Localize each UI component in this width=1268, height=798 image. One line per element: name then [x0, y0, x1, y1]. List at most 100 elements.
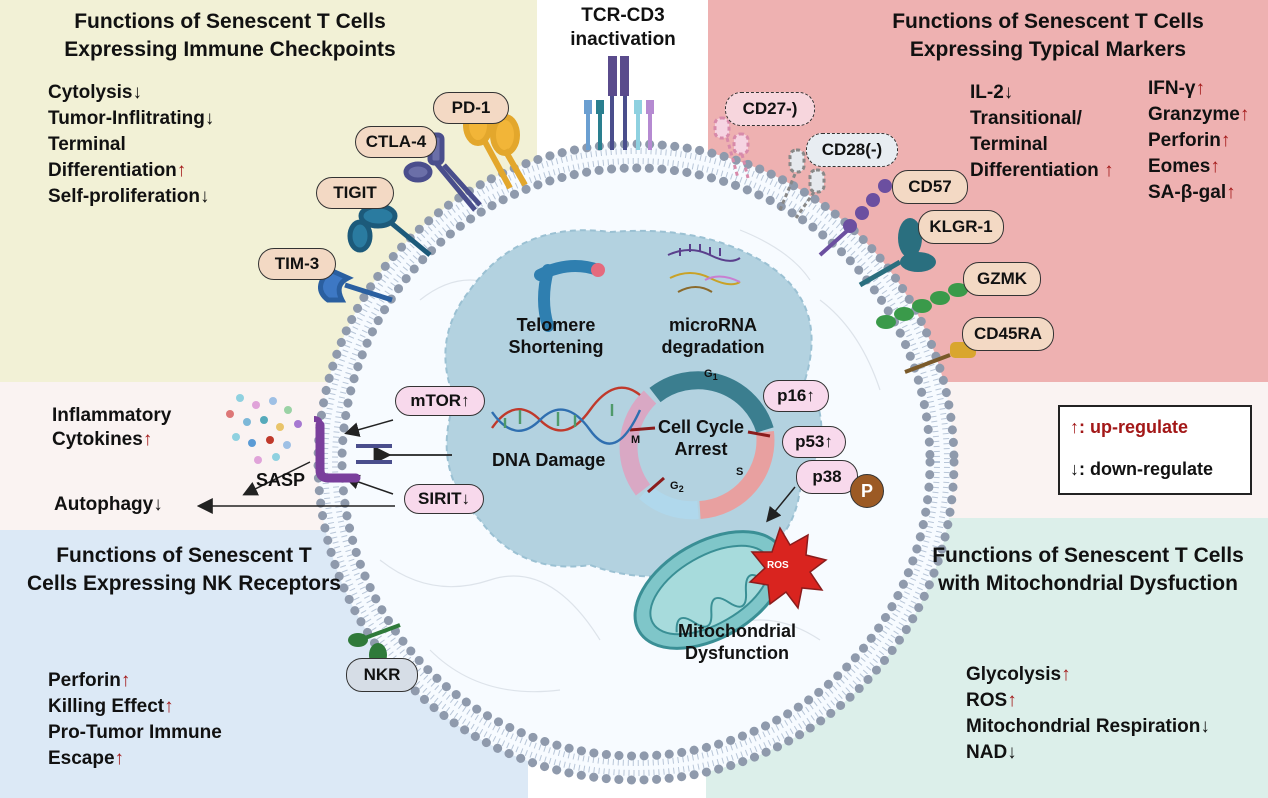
cd28-label: CD28(-) [806, 133, 898, 167]
m-arc [619, 390, 657, 496]
g1-phase-label: G1 [704, 368, 718, 383]
ctla4-receptor [403, 132, 482, 212]
nkr-receptor [348, 623, 401, 667]
membrane-tails-inner [332, 158, 940, 766]
typical-markers-title: Functions of Senescent T Cells Expressin… [838, 8, 1258, 64]
dna-icon [491, 386, 642, 445]
list-item: SA-β-gal↑ [1148, 182, 1236, 203]
g1-arc [649, 371, 774, 433]
legend-box: ↑: up-regulate ↓: down-regulate [1058, 405, 1252, 495]
membrane-tails-outer [322, 148, 950, 776]
label-line: Dysfunction [684, 643, 789, 663]
legend-up: ↑: up-regulate [1070, 417, 1189, 437]
title-line: Cells Expressing NK Receptors [27, 572, 341, 595]
nk-receptors-title: Functions of Senescent T Cells Expressin… [4, 542, 364, 598]
p38-label: p38 [796, 460, 858, 494]
nkr-label: NKR [346, 658, 418, 692]
microrna-icon [667, 244, 741, 293]
label-line: Arrest [674, 439, 728, 459]
cd45ra-label: CD45RA [962, 317, 1054, 351]
typical-markers-list-left: IL-2↓ Transitional/ Terminal Differentia… [970, 80, 1114, 184]
list-item: NAD↓ [966, 742, 1017, 763]
label-line: degradation [661, 337, 765, 357]
title-line: Expressing Typical Markers [909, 38, 1187, 61]
immune-checkpoint-list: Cytolysis↓ Tumor-Inflitrating↓ Terminal … [48, 80, 214, 210]
ros-label: ROS [767, 560, 789, 571]
pd1-label: PD-1 [433, 92, 509, 124]
list-item: Terminal [970, 134, 1048, 155]
chromosome-icon [534, 260, 605, 332]
label-line: Telomere [516, 315, 596, 335]
mitochondrial-title: Functions of Senescent T Cells with Mito… [910, 542, 1266, 598]
list-item: IFN-γ↑ [1148, 78, 1205, 99]
p16-label: p16↑ [763, 380, 829, 412]
cd57-label: CD57 [892, 170, 968, 204]
tcr-cd3-complex [584, 56, 654, 150]
ros-burst [748, 526, 828, 610]
m-phase-label: M [631, 434, 641, 446]
list-item: Eomes↑ [1148, 156, 1220, 177]
cd27-receptor [713, 116, 750, 179]
title-line: Functions of Senescent T Cells [74, 10, 386, 33]
s-arc [699, 430, 775, 519]
ctla4-label: CTLA-4 [355, 126, 437, 158]
list-item: IL-2↓ [970, 82, 1014, 103]
klrg1-receptor [858, 218, 936, 288]
cd27-label: CD27-) [725, 92, 815, 126]
label-line: microRNA [668, 315, 757, 335]
list-item: Self-proliferation↓ [48, 186, 210, 207]
inflammatory-cytokines-label: Inflammatory Cytokines↑ [52, 404, 171, 452]
legend-down: ↓: down-regulate [1070, 459, 1213, 479]
label-line: inactivation [570, 29, 676, 50]
list-item: Glycolysis↑ [966, 664, 1071, 685]
title-line: Functions of Senescent T [56, 544, 312, 567]
microrna-label: microRNA degradation [648, 314, 778, 358]
cd28-receptor [778, 148, 826, 219]
title-line: Functions of Senescent T Cells [932, 544, 1244, 567]
label-line: Mitochondrial [678, 621, 796, 641]
tigit-label: TIGIT [316, 177, 394, 209]
list-item: ROS↑ [966, 690, 1017, 711]
typical-markers-list-right: IFN-γ↑ Granzyme↑ Perforin↑ Eomes↑ SA-β-g… [1148, 76, 1249, 206]
label-line: Shortening [508, 337, 604, 357]
sasp-receptor [315, 420, 361, 483]
list-item: Differentiation↑ [48, 160, 187, 181]
gzmk-receptor [876, 283, 968, 329]
title-line: with Mitochondrial Dysfuction [938, 572, 1238, 595]
list-item: Differentiation ↑ [970, 160, 1114, 181]
phospho-badge: P [850, 474, 884, 508]
list-item: Perforin↑ [48, 670, 131, 691]
tcr-cd3-label: TCR-CD3 inactivation [548, 4, 698, 52]
immune-checkpoint-title: Functions of Senescent T Cells Expressin… [30, 8, 430, 64]
list-item: Granzyme↑ [1148, 104, 1250, 125]
s-phase-label: S [736, 466, 744, 478]
list-item: Transitional/ [970, 108, 1082, 129]
autophagy-label: Autophagy↓ [54, 494, 163, 515]
list-item: Killing Effect↑ [48, 696, 174, 717]
mtor-label: mTOR↑ [395, 386, 485, 416]
list-item: Mitochondrial Respiration↓ [966, 716, 1210, 737]
p53-label: p53↑ [782, 426, 846, 458]
label-line: Cytokines↑ [52, 429, 153, 450]
mitochondrial-list: Glycolysis↑ ROS↑ Mitochondrial Respirati… [966, 662, 1210, 766]
gzmk-label: GZMK [963, 262, 1041, 296]
dna-damage-label: DNA Damage [492, 450, 606, 470]
label-line: Cell Cycle [657, 417, 745, 437]
tigit-receptor [347, 203, 432, 257]
g2-arc [638, 485, 699, 520]
list-item: Tumor-Inflitrating↓ [48, 108, 215, 129]
klrg1-label: KLGR-1 [918, 210, 1004, 244]
membrane-inner [337, 163, 935, 761]
list-item: Cytolysis↓ [48, 82, 142, 103]
label-line: TCR-CD3 [581, 5, 665, 26]
cytokine-dots [226, 394, 302, 464]
mitochondrial-dysfunction-label: Mitochondrial Dysfunction [672, 620, 802, 664]
list-item: Escape↑ [48, 748, 125, 769]
tim3-label: TIM-3 [258, 248, 336, 280]
telomere-label: Telomere Shortening [506, 314, 606, 358]
list-item: Terminal [48, 134, 126, 155]
list-item: Perforin↑ [1148, 130, 1231, 151]
nk-receptors-list: Perforin↑ Killing Effect↑ Pro-Tumor Immu… [48, 668, 222, 772]
title-line: Expressing Immune Checkpoints [64, 38, 396, 61]
